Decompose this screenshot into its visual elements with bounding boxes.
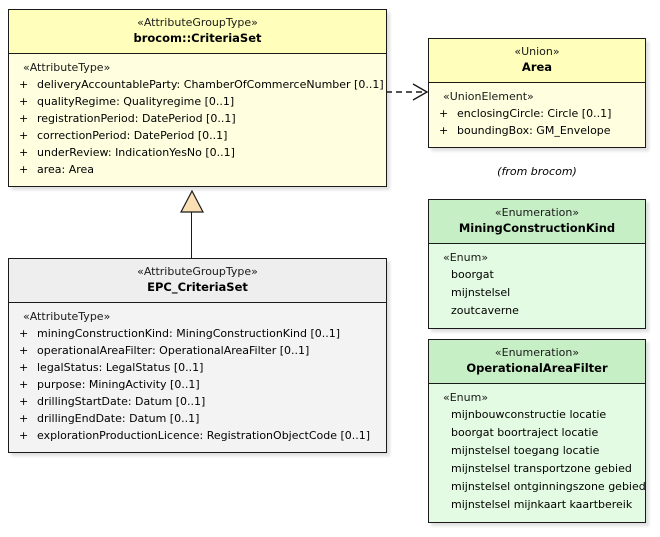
- attribute-row[interactable]: + drillingEndDate: Datum [0..1]: [15, 410, 380, 427]
- attribute-row[interactable]: + miningConstructionKind: MiningConstruc…: [15, 325, 380, 342]
- enum-box-mining-construction-kind[interactable]: «Enumeration» MiningConstructionKind «En…: [428, 199, 646, 330]
- enum-value-row[interactable]: mijnstelsel: [451, 286, 511, 300]
- attribute-row[interactable]: + explorationProductionLicence: Registra…: [15, 427, 380, 444]
- union-element-stereotype: «UnionElement»: [443, 90, 534, 104]
- enum-body-mining-construction-kind: «Enum» boorgat mijnstelsel zoutcaverne: [429, 244, 645, 329]
- class-header-epc-criteriaset: «AttributeGroupType» EPC_CriteriaSet: [9, 259, 386, 304]
- class-stereotype: «AttributeGroupType»: [137, 16, 258, 29]
- attribute-text: deliveryAccountableParty: ChamberOfComme…: [37, 78, 384, 92]
- visibility-marker: +: [19, 378, 29, 392]
- enum-value-row[interactable]: mijnbouwconstructie locatie: [451, 408, 607, 422]
- attribute-row[interactable]: + correctionPeriod: DatePeriod [0..1]: [15, 127, 380, 144]
- enum-name: MiningConstructionKind: [458, 220, 616, 235]
- enum-value-row[interactable]: mijnstelsel toegang locatie: [451, 444, 600, 458]
- attribute-text: explorationProductionLicence: Registrati…: [37, 429, 371, 443]
- dependency-connector-arrow-icon[interactable]: [386, 81, 430, 103]
- class-box-brocom-criteriaset[interactable]: «AttributeGroupType» brocom::CriteriaSet…: [8, 9, 387, 188]
- visibility-marker: +: [19, 361, 29, 375]
- attribute-row[interactable]: + area: Area: [15, 161, 380, 178]
- attribute-text: area: Area: [37, 163, 95, 177]
- enum-value-row[interactable]: zoutcaverne: [451, 304, 519, 318]
- class-name: brocom::CriteriaSet: [133, 30, 262, 45]
- class-name: Area: [521, 59, 553, 74]
- visibility-marker: +: [19, 112, 29, 126]
- attribute-row[interactable]: + purpose: MiningActivity [0..1]: [15, 376, 380, 393]
- enum-value-row[interactable]: mijnstelsel ontginningszone gebied: [451, 480, 646, 494]
- attribute-row[interactable]: + qualityRegime: Qualityregime [0..1]: [15, 93, 380, 110]
- attribute-row[interactable]: + drillingStartDate: Datum [0..1]: [15, 393, 380, 410]
- attribute-row[interactable]: + enclosingCircle: Circle [0..1]: [435, 105, 639, 122]
- visibility-marker: +: [19, 146, 29, 160]
- attribute-text: purpose: MiningActivity [0..1]: [37, 378, 200, 392]
- enum-body-operational-area-filter: «Enum» mijnbouwconstructie locatie boorg…: [429, 384, 646, 523]
- class-box-epc-criteriaset[interactable]: «AttributeGroupType» EPC_CriteriaSet «At…: [8, 258, 387, 454]
- attribute-row[interactable]: + underReview: IndicationYesNo [0..1]: [15, 144, 380, 161]
- visibility-marker: +: [439, 124, 449, 138]
- enum-value-row[interactable]: mijnstelsel transportzone gebied: [451, 462, 632, 476]
- attribute-row[interactable]: + legalStatus: LegalStatus [0..1]: [15, 359, 380, 376]
- attribute-text: boundingBox: GM_Envelope: [457, 124, 611, 138]
- visibility-marker: +: [19, 95, 29, 109]
- enum-header-operational-area-filter: «Enumeration» OperationalAreaFilter: [429, 340, 645, 385]
- enum-header-mining-construction-kind: «Enumeration» MiningConstructionKind: [429, 200, 645, 245]
- class-box-area[interactable]: «Union» Area «UnionElement» + enclosingC…: [428, 38, 646, 149]
- attribute-text: underReview: IndicationYesNo [0..1]: [37, 146, 235, 160]
- enum-value-row[interactable]: boorgat boortraject locatie: [451, 426, 599, 440]
- attribute-row[interactable]: + operationalAreaFilter: OperationalArea…: [15, 342, 380, 359]
- attribute-text: enclosingCircle: Circle [0..1]: [457, 107, 612, 121]
- generalization-arrowhead-icon: [180, 190, 204, 213]
- enum-stereotype: «Enumeration»: [494, 206, 580, 219]
- attribute-text: registrationPeriod: DatePeriod [0..1]: [37, 112, 236, 126]
- visibility-marker: +: [19, 129, 29, 143]
- class-body-epc-criteriaset: «AttributeType» + miningConstructionKind…: [9, 303, 386, 453]
- visibility-marker: +: [19, 327, 29, 341]
- attribute-text: drillingStartDate: Datum [0..1]: [37, 395, 206, 409]
- enum-group-stereotype: «Enum»: [443, 391, 489, 405]
- visibility-marker: +: [19, 78, 29, 92]
- area-package-note: (from brocom): [497, 165, 577, 178]
- visibility-marker: +: [19, 163, 29, 177]
- attribute-text: qualityRegime: Qualityregime [0..1]: [37, 95, 235, 109]
- class-body-area: «UnionElement» + enclosingCircle: Circle…: [429, 83, 645, 148]
- visibility-marker: +: [19, 344, 29, 358]
- visibility-marker: +: [19, 412, 29, 426]
- attribute-text: correctionPeriod: DatePeriod [0..1]: [37, 129, 228, 143]
- enum-value-row[interactable]: mijnstelsel mijnkaart kaartbereik: [451, 498, 633, 512]
- attribute-text: miningConstructionKind: MiningConstructi…: [37, 327, 341, 341]
- attribute-group-stereotype: «AttributeType»: [23, 61, 111, 75]
- attribute-group-stereotype: «AttributeType»: [23, 310, 111, 324]
- class-stereotype: «Union»: [514, 45, 560, 58]
- attribute-row[interactable]: + deliveryAccountableParty: ChamberOfCom…: [15, 76, 384, 93]
- class-body-brocom-criteriaset: «AttributeType» + deliveryAccountablePar…: [9, 54, 386, 187]
- visibility-marker: +: [439, 107, 449, 121]
- attribute-row[interactable]: + boundingBox: GM_Envelope: [435, 122, 639, 139]
- enum-box-operational-area-filter[interactable]: «Enumeration» OperationalAreaFilter «Enu…: [428, 339, 646, 524]
- visibility-marker: +: [19, 429, 29, 443]
- generalization-connector-line[interactable]: [191, 212, 192, 258]
- visibility-marker: +: [19, 395, 29, 409]
- enum-group-stereotype: «Enum»: [443, 251, 489, 265]
- class-stereotype: «AttributeGroupType»: [137, 265, 258, 278]
- class-header-brocom-criteriaset: «AttributeGroupType» brocom::CriteriaSet: [9, 10, 386, 55]
- enum-value-row[interactable]: boorgat: [451, 268, 494, 282]
- attribute-row[interactable]: + registrationPeriod: DatePeriod [0..1]: [15, 110, 380, 127]
- enum-stereotype: «Enumeration»: [494, 346, 580, 359]
- enum-name: OperationalAreaFilter: [466, 360, 608, 375]
- class-name: EPC_CriteriaSet: [147, 279, 248, 294]
- attribute-text: operationalAreaFilter: OperationalAreaFi…: [37, 344, 310, 358]
- class-header-area: «Union» Area: [429, 39, 645, 84]
- attribute-text: legalStatus: LegalStatus [0..1]: [37, 361, 204, 375]
- attribute-text: drillingEndDate: Datum [0..1]: [37, 412, 200, 426]
